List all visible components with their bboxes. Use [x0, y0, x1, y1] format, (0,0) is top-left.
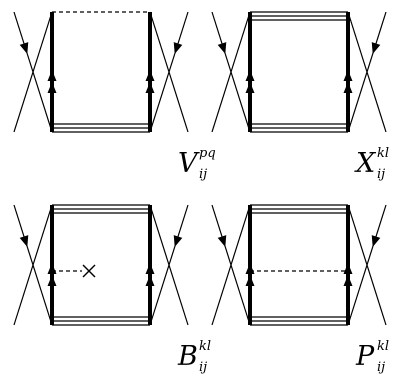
right-cross-line-2: [149, 204, 189, 326]
right-double-arrow-0: [343, 263, 353, 274]
right-cross-line-2: [149, 11, 189, 133]
left-double-arrow-1: [245, 275, 255, 286]
right-double-arrow-0: [343, 70, 353, 81]
right-double-arrow-0: [145, 263, 155, 274]
left-cross-line-2: [211, 204, 251, 326]
left-double-arrow-1: [47, 82, 57, 93]
right-double-arrow-1: [145, 275, 155, 286]
left-double-arrow-0: [47, 70, 57, 81]
left-double-arrow-0: [245, 70, 255, 81]
cross-mark-b: [82, 264, 96, 278]
left-external-arrow: [217, 42, 227, 54]
diagram-3: [211, 204, 387, 326]
left-double-arrow-1: [245, 82, 255, 93]
left-double-arrow-1: [47, 275, 57, 286]
left-cross-line-2: [13, 11, 53, 133]
left-double-arrow-0: [245, 263, 255, 274]
right-external-arrow: [371, 235, 381, 247]
right-cross-line-2: [347, 11, 387, 133]
left-external-arrow: [19, 235, 29, 247]
right-double-arrow-1: [343, 275, 353, 286]
diagram-1: [211, 11, 387, 133]
diagram-0: [13, 11, 189, 133]
left-external-arrow: [19, 42, 29, 54]
right-external-arrow: [173, 42, 183, 54]
right-cross-line-2: [347, 204, 387, 326]
left-double-arrow-0: [47, 263, 57, 274]
right-double-arrow-1: [145, 82, 155, 93]
left-cross-line-2: [13, 204, 53, 326]
left-external-arrow: [217, 235, 227, 247]
left-cross-line-2: [211, 11, 251, 133]
right-external-arrow: [371, 42, 381, 54]
diagram-2: [13, 204, 189, 326]
right-double-arrow-1: [343, 82, 353, 93]
right-external-arrow: [173, 235, 183, 247]
right-double-arrow-0: [145, 70, 155, 81]
